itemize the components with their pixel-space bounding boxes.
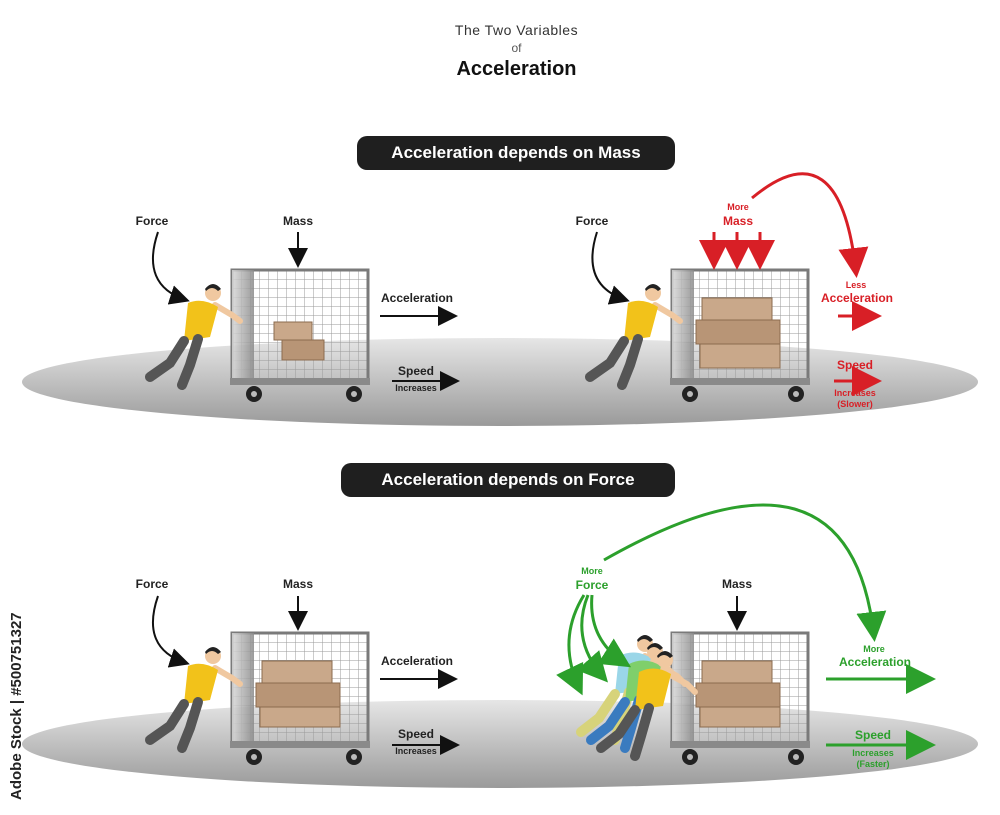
- force-arrow: [151, 231, 190, 305]
- speed-label: Speed: [397, 727, 434, 741]
- speed-qualifier: (Faster): [856, 759, 890, 769]
- speed-label: Speed: [836, 358, 873, 372]
- person-top-left: [145, 284, 243, 390]
- watermark-text: Adobe Stock | #500751327: [8, 612, 25, 800]
- acceleration-label: Acceleration: [380, 291, 454, 305]
- more-force-qualifier: More: [581, 566, 603, 576]
- speed-note: Increases: [395, 383, 437, 393]
- person-top-right: [585, 284, 683, 390]
- mass-label: Mass: [282, 577, 314, 591]
- section-heading-force: Acceleration depends on Force: [341, 463, 675, 497]
- title-connector: of: [511, 41, 522, 55]
- person-bottom-left: [145, 647, 243, 753]
- boxes-large: [695, 297, 781, 369]
- more-force-label: Force: [575, 578, 609, 592]
- cart-top-left: [230, 268, 370, 402]
- force-arrow: [591, 231, 630, 305]
- more-force-arrow: [590, 594, 632, 668]
- more-force-arrow: [576, 594, 608, 683]
- speed-label: Speed: [854, 728, 891, 742]
- speed-note: Increases: [852, 748, 894, 758]
- less-acceleration-label: Acceleration: [820, 291, 894, 305]
- less-acceleration-qualifier: Less: [845, 280, 867, 290]
- mass-to-acceleration-curve: [751, 172, 869, 278]
- page-title: Acceleration: [456, 58, 577, 80]
- force-to-acceleration-curve: [603, 503, 887, 642]
- more-acceleration-label: Acceleration: [838, 655, 912, 669]
- mass-label: Mass: [721, 577, 753, 591]
- speed-note: Increases: [395, 746, 437, 756]
- acceleration-label: Acceleration: [380, 654, 454, 668]
- stock-watermark: Adobe Stock | #500751327: [6, 580, 30, 800]
- more-acceleration-qualifier: More: [863, 644, 885, 654]
- mass-label: Mass: [282, 214, 314, 228]
- people-group-bottom-right: [576, 635, 698, 761]
- more-mass-label: Mass: [722, 214, 754, 228]
- force-arrow: [151, 595, 190, 668]
- speed-label: Speed: [397, 364, 434, 378]
- boxes-large: [255, 660, 341, 728]
- boxes-small: [273, 321, 325, 361]
- cart-top-right: [670, 268, 810, 402]
- cart-bottom-right: [670, 631, 810, 765]
- pre-title: The Two Variables: [454, 22, 579, 38]
- force-label: Force: [135, 577, 169, 591]
- cart-bottom-left: [230, 631, 370, 765]
- more-mass-qualifier: More: [727, 202, 749, 212]
- force-label: Force: [135, 214, 169, 228]
- section-heading-mass: Acceleration depends on Mass: [357, 136, 675, 170]
- more-force-arrow: [556, 594, 586, 696]
- force-label: Force: [575, 214, 609, 228]
- speed-note: Increases: [834, 388, 876, 398]
- speed-qualifier: (Slower): [837, 399, 873, 409]
- boxes-large: [695, 660, 781, 728]
